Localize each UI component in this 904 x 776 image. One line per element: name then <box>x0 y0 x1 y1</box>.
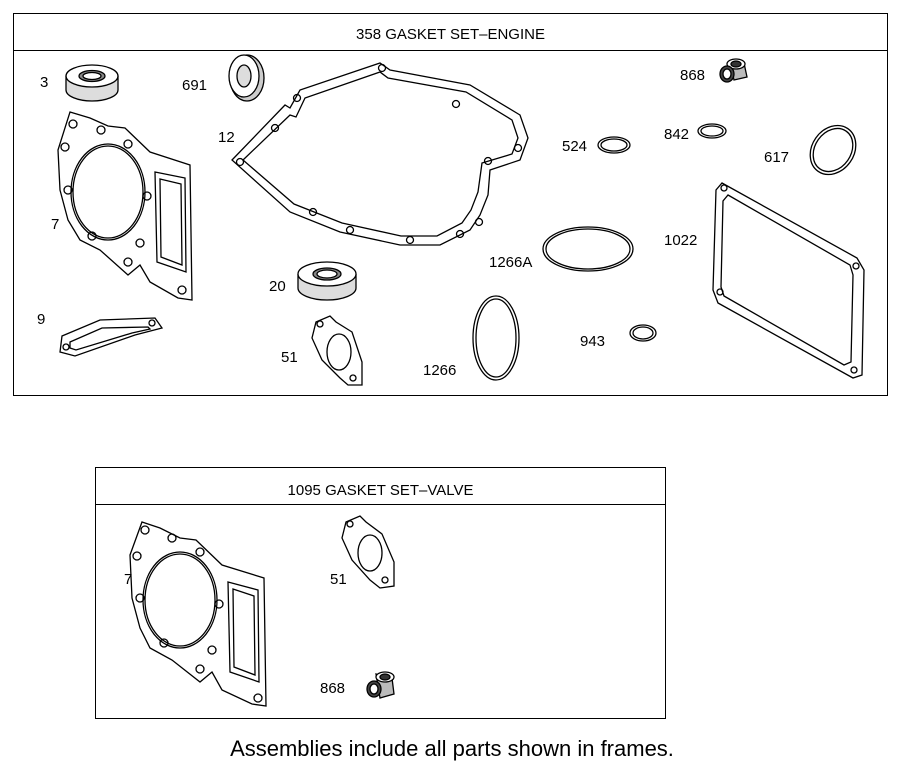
part-label-691: 691 <box>182 77 208 94</box>
part-label-9: 9 <box>37 311 46 328</box>
valve-seal-868-drawing <box>719 58 748 83</box>
o-ring-524-drawing <box>597 136 631 154</box>
o-ring-1266A-drawing <box>542 226 634 272</box>
valve-set-title: 1095 GASKET SET–VALVE <box>96 468 665 505</box>
ring-617-drawing <box>809 124 857 176</box>
part-label-524: 524 <box>562 138 588 155</box>
part-label-12: 12 <box>218 129 235 146</box>
head-gasket-7-drawing <box>57 111 193 301</box>
valve-exhaust-gasket-51-drawing <box>341 515 395 589</box>
part-label-1266A: 1266A <box>489 254 533 271</box>
valve-head-gasket-7-drawing <box>129 521 267 707</box>
gasket-9-drawing <box>59 317 164 357</box>
part-label-20: 20 <box>269 278 286 295</box>
oil-seal-3-drawing <box>65 64 119 102</box>
part-label-943: 943 <box>580 333 606 350</box>
o-ring-943-drawing <box>629 324 657 342</box>
o-ring-842-drawing <box>697 123 727 139</box>
part-label-868: 868 <box>680 67 706 84</box>
part-label-842: 842 <box>664 126 690 143</box>
part-label-3: 3 <box>40 74 49 91</box>
part-label-7: 7 <box>51 216 60 233</box>
exhaust-gasket-51-drawing <box>311 315 363 386</box>
part-label-1022: 1022 <box>664 232 698 249</box>
valve-part-label-7: 7 <box>124 571 133 588</box>
part-label-617: 617 <box>764 149 790 166</box>
seal-691-drawing <box>228 54 265 102</box>
ring-1266-drawing <box>472 295 520 381</box>
valve-seal-868-valve-frame-drawing <box>366 671 395 699</box>
oil-seal-20-drawing <box>297 261 357 301</box>
crankcase-gasket-12-drawing <box>231 62 529 246</box>
valve-part-label-51: 51 <box>330 571 347 588</box>
valve-part-label-868: 868 <box>320 680 346 697</box>
footer-note: Assemblies include all parts shown in fr… <box>230 736 674 761</box>
rocker-cover-gasket-1022-drawing <box>712 182 865 379</box>
part-label-1266: 1266 <box>423 362 457 379</box>
engine-set-title: 358 GASKET SET–ENGINE <box>14 14 887 51</box>
part-label-51: 51 <box>281 349 298 366</box>
